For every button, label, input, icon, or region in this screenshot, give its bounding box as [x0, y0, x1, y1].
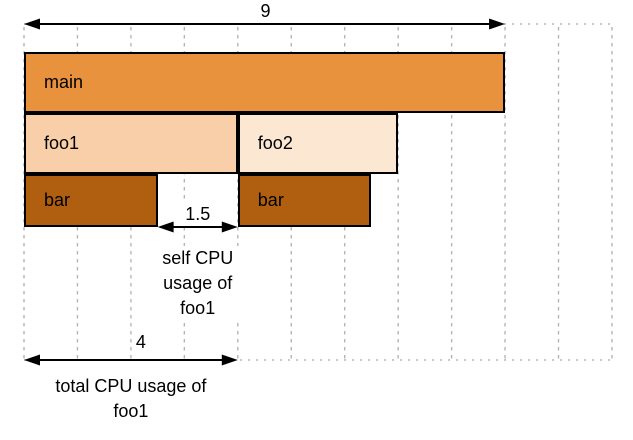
arrowhead-left-icon [24, 18, 40, 30]
frame-label: foo2 [257, 133, 293, 153]
frame-main: main [24, 52, 506, 113]
measure-value-foo1-total: 4 [135, 332, 146, 352]
arrowhead-left-icon [24, 354, 40, 366]
arrowhead-right-icon [221, 354, 238, 366]
measure-value-foo1-self: 1.5 [177, 203, 218, 225]
frame-bar2: bar [237, 174, 372, 227]
frame-label: bar [44, 190, 71, 210]
measure-caption-foo1-total: total CPU usage of foo1 [42, 374, 219, 424]
frame-label: main [44, 72, 84, 92]
arrowhead-right-icon [489, 18, 506, 30]
measure-value-main-total: 9 [260, 1, 271, 21]
arrowhead-right-icon [221, 221, 238, 233]
frame-label: bar [257, 190, 284, 210]
measure-caption-foo1-self: self CPU usage of foo1 [154, 246, 241, 321]
frame-label: foo1 [44, 133, 80, 153]
frame-bar1: bar [24, 174, 158, 227]
frame-foo2: foo2 [237, 113, 399, 174]
frame-foo1: foo1 [24, 113, 238, 174]
arrowhead-left-icon [157, 221, 174, 233]
